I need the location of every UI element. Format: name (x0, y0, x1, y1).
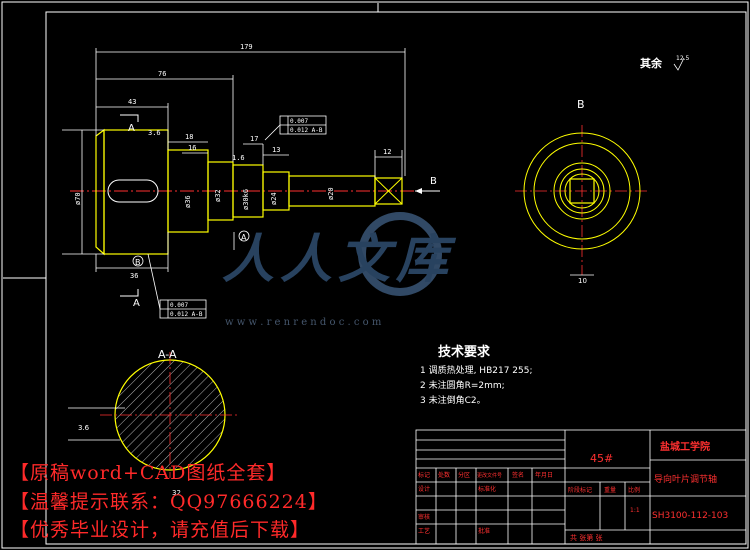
dim-179: 179 (240, 43, 253, 51)
section-a-bot-label: A (133, 298, 140, 309)
requirement-3: 3 未注倒角C2。 (420, 394, 486, 406)
tolerance-frame-bottom: 0.007 0.012 A-B (147, 253, 207, 319)
scale-value: 1:1 (630, 507, 640, 514)
rough-symbol (673, 57, 685, 71)
row-label-0: 设计 (418, 485, 430, 493)
sheet-label: 共 张第 张 (570, 533, 602, 542)
drawing-code: SH3100-112-103 (652, 511, 728, 521)
header-4: 签名 (512, 471, 524, 479)
key-width-10: 10 (578, 277, 587, 285)
tol-bot-2: 0.012 A-B (170, 311, 203, 318)
dim-dia-24: ø24 (270, 192, 278, 205)
dim-43: 43 (128, 98, 136, 106)
tol-top-1: 0.007 (290, 118, 308, 125)
dim-17: 17 (250, 135, 258, 143)
section-a-a (68, 352, 240, 478)
dim-76: 76 (158, 70, 166, 78)
header-2: 分区 (458, 471, 470, 479)
promo-banner-2: 【温馨提示联系：QQ97666224】 (10, 491, 328, 513)
section-a-top-label: A (128, 123, 135, 134)
dim-13: 13 (272, 146, 280, 154)
section-title: A-A (158, 348, 177, 361)
datum-b-label: B (135, 258, 141, 267)
datum-a-label: A (241, 233, 247, 242)
stage-label: 阶段标记 (568, 486, 592, 494)
dim-dia-30: ø30k6 (242, 189, 250, 210)
dim-dia-20: ø20 (327, 187, 335, 200)
dim-1-6: 1.6 (232, 154, 245, 162)
section-marker-bot (120, 289, 139, 297)
dim-18: 18 (185, 133, 193, 141)
tol-bot-1: 0.007 (170, 302, 188, 309)
header-3: 更改文件号 (477, 472, 502, 479)
part-name: 导向叶片调节轴 (654, 473, 717, 485)
rest-roughness: 其余 (640, 56, 663, 70)
arrow-head (415, 188, 422, 194)
watermark: 人人文库 w w w . r e n r e n d o c . c o m (222, 212, 457, 328)
watermark-logo-ring (358, 212, 442, 296)
weight-label: 重量 (604, 486, 616, 494)
watermark-logo-text: 人人文库 (222, 230, 457, 290)
section-dim: 32 (172, 489, 181, 497)
title-block (415, 429, 747, 545)
promo-banner-1: 【原稿word+CAD图纸全套】 (10, 462, 287, 484)
requirement-1: 1 调质热处理, HB217 255; (420, 364, 533, 376)
rest-rough-val: 12.5 (676, 55, 690, 62)
row-label-1: 审核 (418, 513, 430, 521)
row-label-2: 工艺 (418, 527, 430, 535)
dim-16: 16 (188, 144, 196, 152)
row-label-3: 标准化 (478, 485, 496, 493)
promo-banner-3: 【优秀毕业设计，请充值后下载】 (10, 519, 311, 541)
dim-12: 12 (383, 148, 391, 156)
header-1: 处数 (438, 471, 450, 479)
dimension-texts: 179 76 43 18 16 17 13 12 1.6 36 ø70 ø36 … (74, 43, 391, 280)
arrow-b-label: B (430, 176, 437, 187)
view-b-title: B (577, 98, 585, 111)
dim-dia-36: ø36 (184, 195, 192, 208)
section-rough: 3.6 (78, 424, 90, 432)
tolerance-frame-top: 0.007 0.012 A-B (264, 115, 327, 141)
dim-dia-32: ø32 (214, 189, 222, 202)
header-5: 年月日 (535, 471, 553, 479)
rough-3-6: 3.6 (148, 129, 161, 137)
tol-top-2: 0.012 A-B (290, 127, 323, 134)
dim-dia-70: ø70 (74, 192, 82, 205)
square-end (374, 177, 403, 205)
dimension-lines (62, 48, 406, 272)
requirement-2: 2 未注圆角R=2mm; (420, 379, 505, 391)
title-block-texts: 45# 盐城工学院 导向叶片调节轴 SH3100-112-103 标记 处数 分… (418, 440, 728, 542)
end-view-b (515, 125, 650, 276)
square-diag (374, 177, 403, 205)
watermark-url: w w w . r e n r e n d o c . c o m (225, 317, 382, 328)
shaft-main-view (70, 128, 415, 256)
row-label-4: 批准 (478, 527, 490, 535)
flange-chamfer (95, 128, 105, 256)
dim-36: 36 (130, 272, 138, 280)
datum-a-circle (238, 230, 250, 242)
datum-b-circle (132, 255, 144, 267)
scale-label: 比例 (628, 486, 640, 494)
school-name: 盐城工学院 (660, 440, 710, 453)
requirements-title: 技术要求 (438, 344, 491, 360)
material: 45# (590, 452, 613, 465)
header-0: 标记 (418, 471, 430, 479)
keyway-slot (107, 179, 159, 203)
section-marker-top (120, 114, 139, 122)
